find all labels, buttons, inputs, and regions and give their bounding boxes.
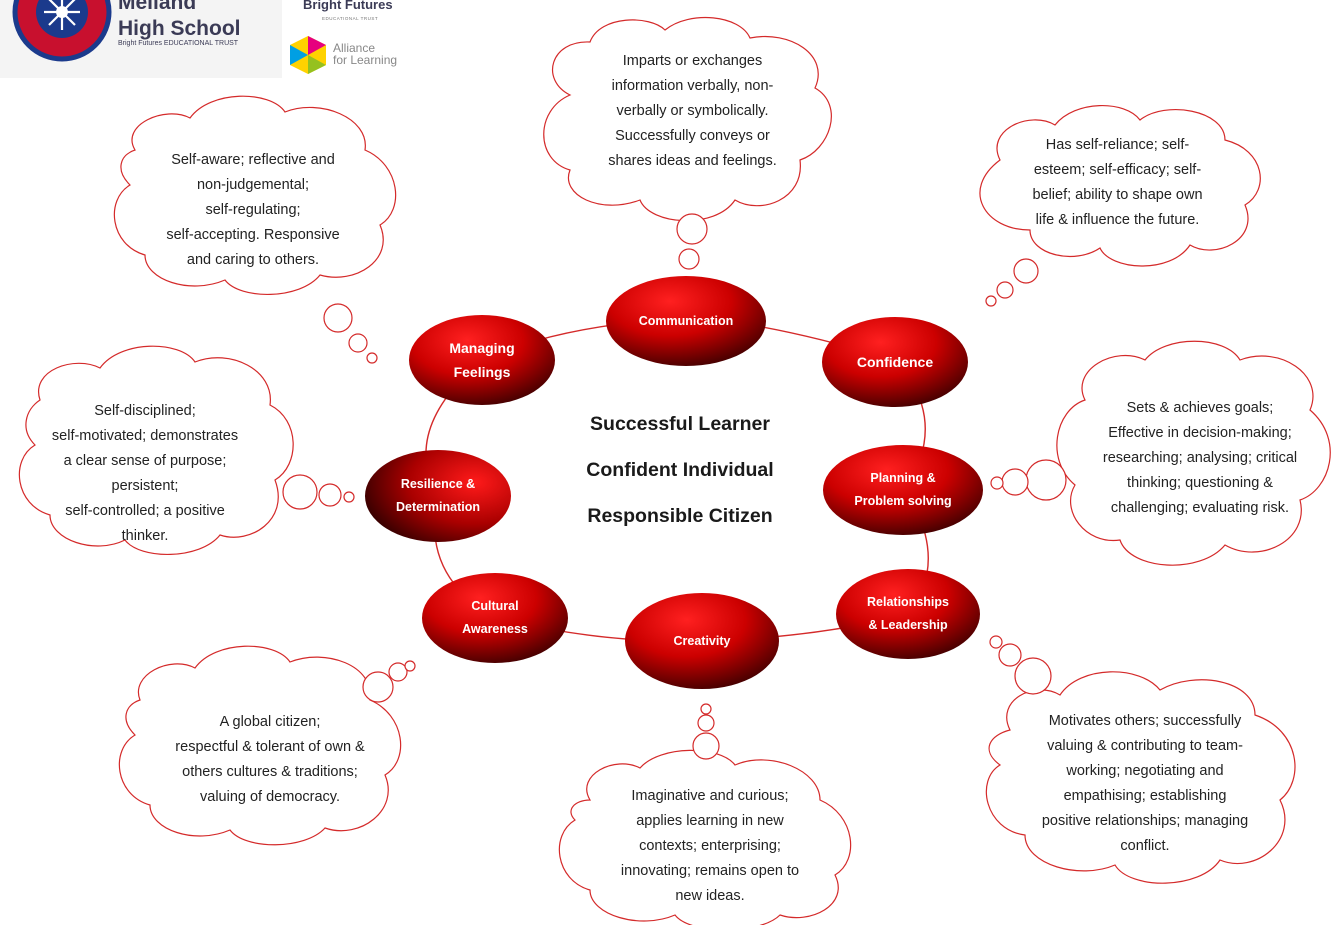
cloud-text-cultural: A global citizen; respectful & tolerant … [175,714,365,805]
cloud-communication [543,16,832,270]
cloud-creativity [558,703,852,925]
center-line-confident-individual: Confident Individual [586,459,774,481]
cloud-cultural [118,645,416,846]
cloud-text-resilience: Self-disciplined; self-motivated; demons… [51,403,239,544]
bright-futures-subtitle: EDUCATIONAL TRUST [322,16,379,21]
center-line-successful-learner: Successful Learner [590,413,770,435]
node-creativity [625,593,779,689]
node-relationships [836,569,980,659]
node-label-communication: Communication [638,313,734,328]
alliance-logo-text: Alliance for Learning [333,42,397,66]
bright-futures-title: Bright Futures [303,0,393,12]
node-label-cultural: Cultural Awareness [462,599,528,636]
school-crest-overlay [12,0,112,62]
alliance-line1: Alliance [333,41,376,55]
node-planning [823,445,983,535]
cloud-planning [990,340,1331,566]
cloud-relationships [985,635,1296,884]
node-confidence [822,317,968,407]
cloud-text-managing: Self-aware; reflective and non-judgement… [166,152,340,268]
cloud-managing [113,95,397,364]
center-statement: Successful Learner Confident Individual … [530,405,830,543]
cloud-text-creativity: Imaginative and curious; applies learnin… [620,788,800,904]
node-managing [409,315,555,405]
cloud-text-confidence: Has self-reliance; self- esteem; self-ef… [1032,137,1203,228]
node-label-planning: Planning & Problem solving [854,471,952,508]
node-label-confidence: Confidence [856,353,934,370]
school-trust: Bright Futures EDUCATIONAL TRUST [118,40,239,47]
node-label-managing: Managing Feelings [449,340,515,380]
node-communication [606,276,766,366]
alliance-line2: for Learning [333,53,398,67]
cloud-text-relationships: Motivates others; successfully valuing &… [1041,713,1249,854]
alliance-logo-mark [290,36,326,74]
cloud-confidence [979,104,1261,307]
school-name-partial: Melland [118,0,197,14]
cloud-text-communication: Imparts or exchanges information verball… [608,53,777,169]
node-label-relationships: Relationships & Leadership [867,595,949,632]
center-line-responsible-citizen: Responsible Citizen [587,505,773,527]
node-resilience [365,450,511,542]
node-label-resilience: Resilience & Determination [395,477,481,514]
school-name-main: High School [118,17,241,40]
school-name: Melland High School [118,0,241,42]
node-cultural [422,573,568,663]
cloud-resilience [18,345,355,556]
cloud-text-planning: Sets & achieves goals; Effective in deci… [1102,400,1298,516]
node-label-creativity: Creativity [673,633,731,648]
